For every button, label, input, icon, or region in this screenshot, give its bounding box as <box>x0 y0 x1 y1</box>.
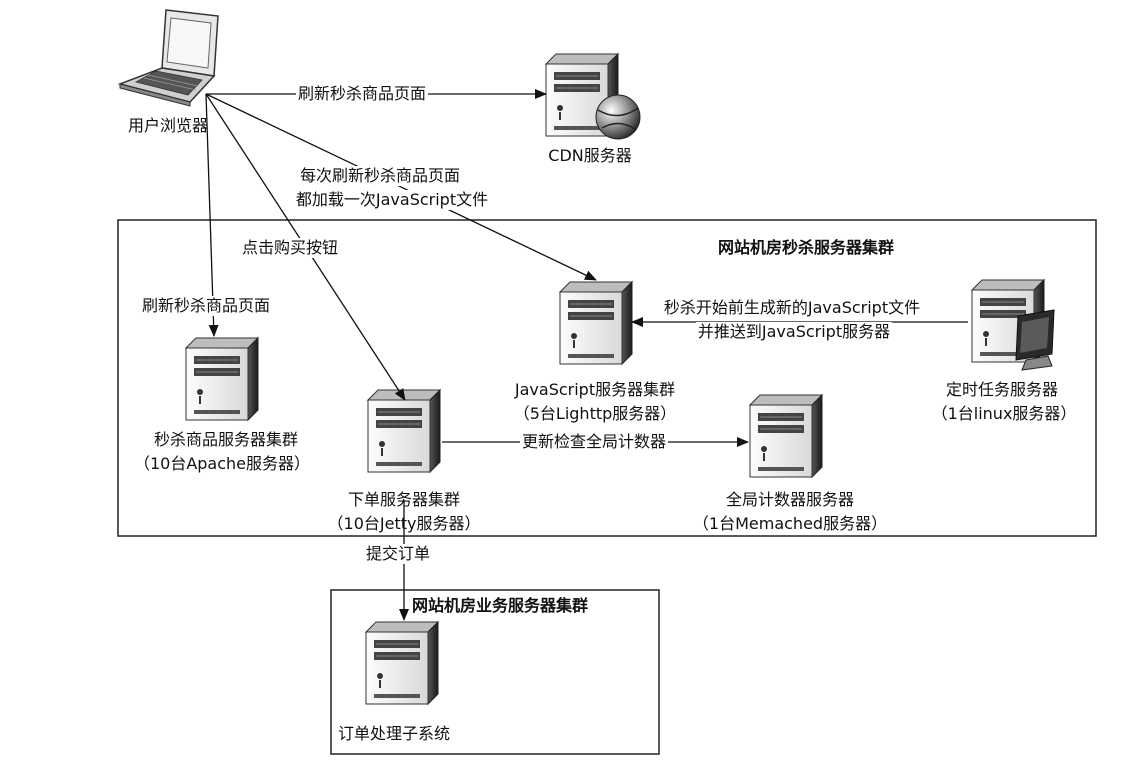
js-cluster-sublabel: （5台Lighttp服务器） <box>513 404 677 423</box>
edge-label-submit-order: 提交订单 <box>364 544 433 564</box>
timer-sublabel: （1台linux服务器） <box>931 404 1077 423</box>
counter-label: 全局计数器服务器 <box>725 490 855 509</box>
business-group-title: 网站机房业务服务器集群 <box>412 596 589 615</box>
seckill-group-box <box>117 219 1097 537</box>
counter-sublabel: （1台Memached服务器） <box>692 514 888 533</box>
edge-browser-js <box>205 93 597 281</box>
edge-label-update-counter: 更新检查全局计数器 <box>519 432 669 452</box>
laptop-icon <box>117 9 219 107</box>
edge-label-timer-js-line2: 并推送到JavaScript服务器 <box>695 322 893 342</box>
order-subsystem-server-icon <box>365 621 439 705</box>
edge-label-refresh-page: 刷新秒杀商品页面 <box>140 296 273 316</box>
edge-label-to-js-line2: 都加载一次JavaScript文件 <box>293 190 491 210</box>
seckill-cluster-sublabel: （10台Apache服务器） <box>133 454 311 473</box>
edge-label-click-buy: 点击购买按钮 <box>240 238 341 258</box>
edge-label-timer-js-line1: 秒杀开始前生成新的JavaScript文件 <box>661 298 923 318</box>
order-cluster-sublabel: （10台Jetty服务器） <box>327 514 481 533</box>
business-group-box <box>330 589 660 755</box>
order-cluster-label: 下单服务器集群 <box>347 490 461 509</box>
browser-label: 用户浏览器 <box>127 116 209 135</box>
seckill-cluster-label: 秒杀商品服务器集群 <box>153 430 299 449</box>
cdn-label: CDN服务器 <box>548 146 632 165</box>
globe-meridian <box>597 107 639 131</box>
edge-label-to-cdn: 刷新秒杀商品页面 <box>296 84 429 104</box>
seckill-server-icon <box>185 337 259 421</box>
js-cluster-label: JavaScript服务器集群 <box>514 380 676 399</box>
timer-label: 定时任务服务器 <box>945 380 1059 399</box>
edge-label-to-js-line1: 每次刷新秒杀商品页面 <box>297 166 463 186</box>
globe-icon <box>595 94 641 140</box>
order-subsystem-label: 订单处理子系统 <box>338 724 451 743</box>
monitor-icon <box>1015 309 1055 371</box>
edge-browser-seckill <box>205 93 219 337</box>
counter-server-icon <box>749 394 823 478</box>
seckill-group-title: 网站机房秒杀服务器集群 <box>718 238 895 257</box>
js-server-icon <box>559 281 633 365</box>
order-server-icon <box>367 389 441 473</box>
